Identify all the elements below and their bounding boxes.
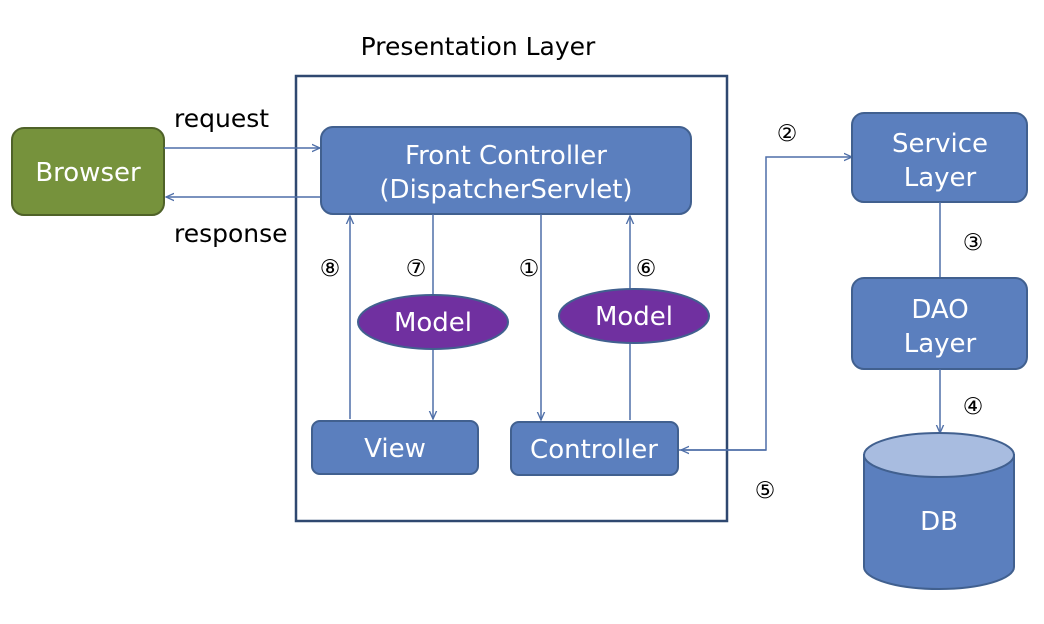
step7-marker: ⑦ (406, 256, 427, 282)
step8-marker: ⑧ (320, 256, 341, 282)
front-controller-sublabel: (DispatcherServlet) (379, 175, 632, 205)
browser-label: Browser (35, 158, 141, 188)
step3-marker: ③ (963, 230, 984, 256)
controller-box (510, 421, 679, 476)
step1-marker: ① (519, 256, 540, 282)
step6-marker: ⑥ (636, 256, 657, 282)
model-right-label: Model (595, 302, 673, 332)
front-controller-label: Front Controller (405, 141, 607, 171)
request-label: request (174, 104, 269, 133)
front-controller-box (320, 126, 692, 215)
service-layer-label: Service (892, 129, 988, 159)
model-ellipse-left (357, 294, 509, 350)
step4-marker: ④ (963, 394, 984, 420)
db-label: DB (920, 507, 958, 537)
presentation-layer-frame (294, 74, 729, 523)
dao-layer-label: DAO (911, 295, 968, 325)
view-box (311, 420, 479, 475)
model-ellipse-right (558, 288, 710, 344)
browser-box (11, 127, 165, 216)
model-left-label: Model (394, 308, 472, 338)
service-layer-sublabel: Layer (904, 163, 977, 193)
controller-label: Controller (530, 435, 658, 465)
response-label: response (174, 219, 288, 248)
step2-arrow (679, 157, 852, 451)
presentation-layer-title: Presentation Layer (361, 32, 596, 61)
step5-marker: ⑤ (755, 478, 776, 504)
step2-marker: ② (777, 121, 798, 147)
dao-layer-sublabel: Layer (904, 329, 977, 359)
view-label: View (364, 434, 426, 464)
db-cylinder (863, 432, 1015, 590)
